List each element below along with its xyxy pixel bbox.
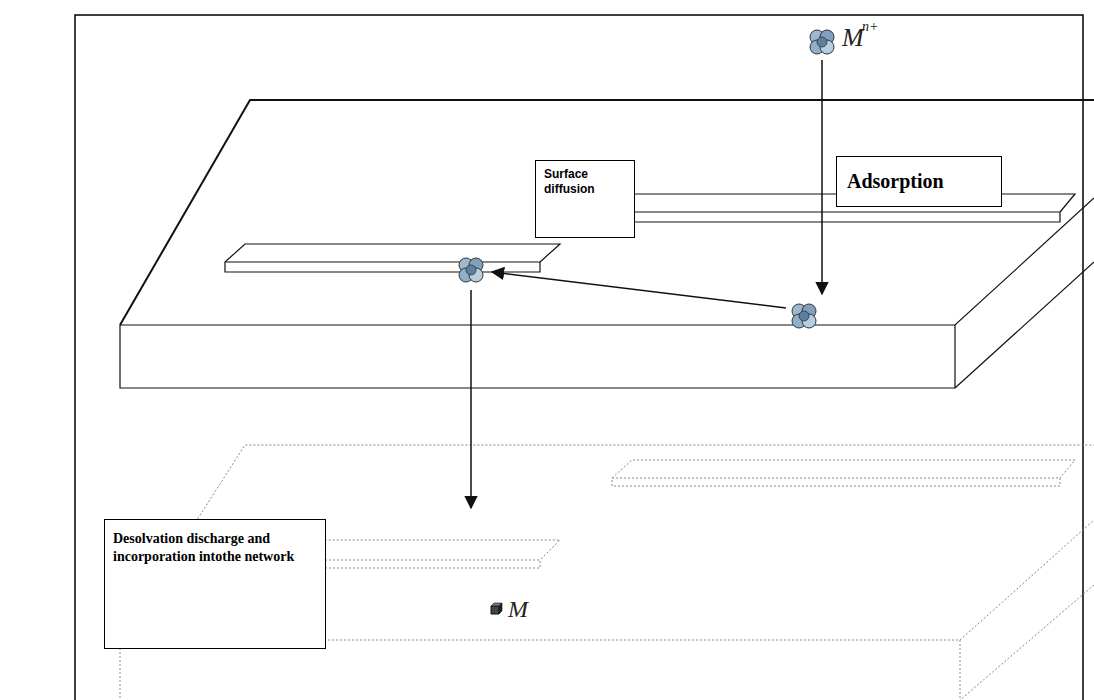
incorporation-arrow [470, 290, 472, 508]
atom-cube [491, 603, 502, 614]
process-label-box: Surface diffusion [535, 160, 635, 238]
box-text: Adsorption [847, 169, 991, 194]
process-label-box: Desolvation discharge and incorporation … [104, 519, 326, 649]
diffusion-arrow [492, 272, 786, 308]
metal-atom-label: M [508, 597, 528, 621]
ion-symbol [459, 258, 483, 282]
box-text: Desolvation discharge and incorporation … [113, 530, 317, 565]
charge-superscript: n+ [862, 20, 878, 34]
ion-symbol [810, 30, 834, 54]
ion-symbol [792, 304, 816, 328]
ion-symbol-label: M [842, 25, 864, 51]
frame [75, 15, 1083, 700]
box-text: Surface diffusion [544, 167, 626, 197]
top-slab [120, 100, 1094, 388]
adsorption-arrow [821, 60, 823, 294]
process-label-box: Adsorption [836, 156, 1002, 207]
